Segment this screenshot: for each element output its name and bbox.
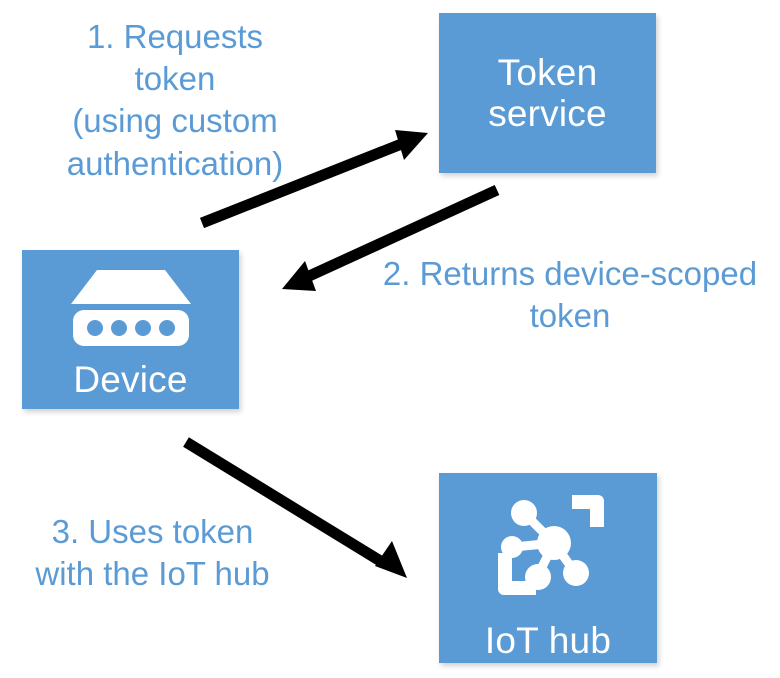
node-iot-hub[interactable]: IoT hub <box>439 473 657 663</box>
node-device[interactable]: Device <box>22 250 239 409</box>
node-token-service-label: Token service <box>488 51 607 134</box>
node-device-label: Device <box>73 359 188 400</box>
node-iot-hub-label: IoT hub <box>484 620 612 661</box>
iot-hub-icon <box>492 491 604 604</box>
step-1-label: 1. Requests token (using custom authenti… <box>66 18 284 182</box>
node-token-service[interactable]: Token service <box>439 13 656 173</box>
step-2-label: 2. Returns device-scoped token <box>382 255 758 335</box>
device-icon <box>65 266 197 353</box>
step-3-label: 3. Uses token with the IoT hub <box>35 513 270 593</box>
